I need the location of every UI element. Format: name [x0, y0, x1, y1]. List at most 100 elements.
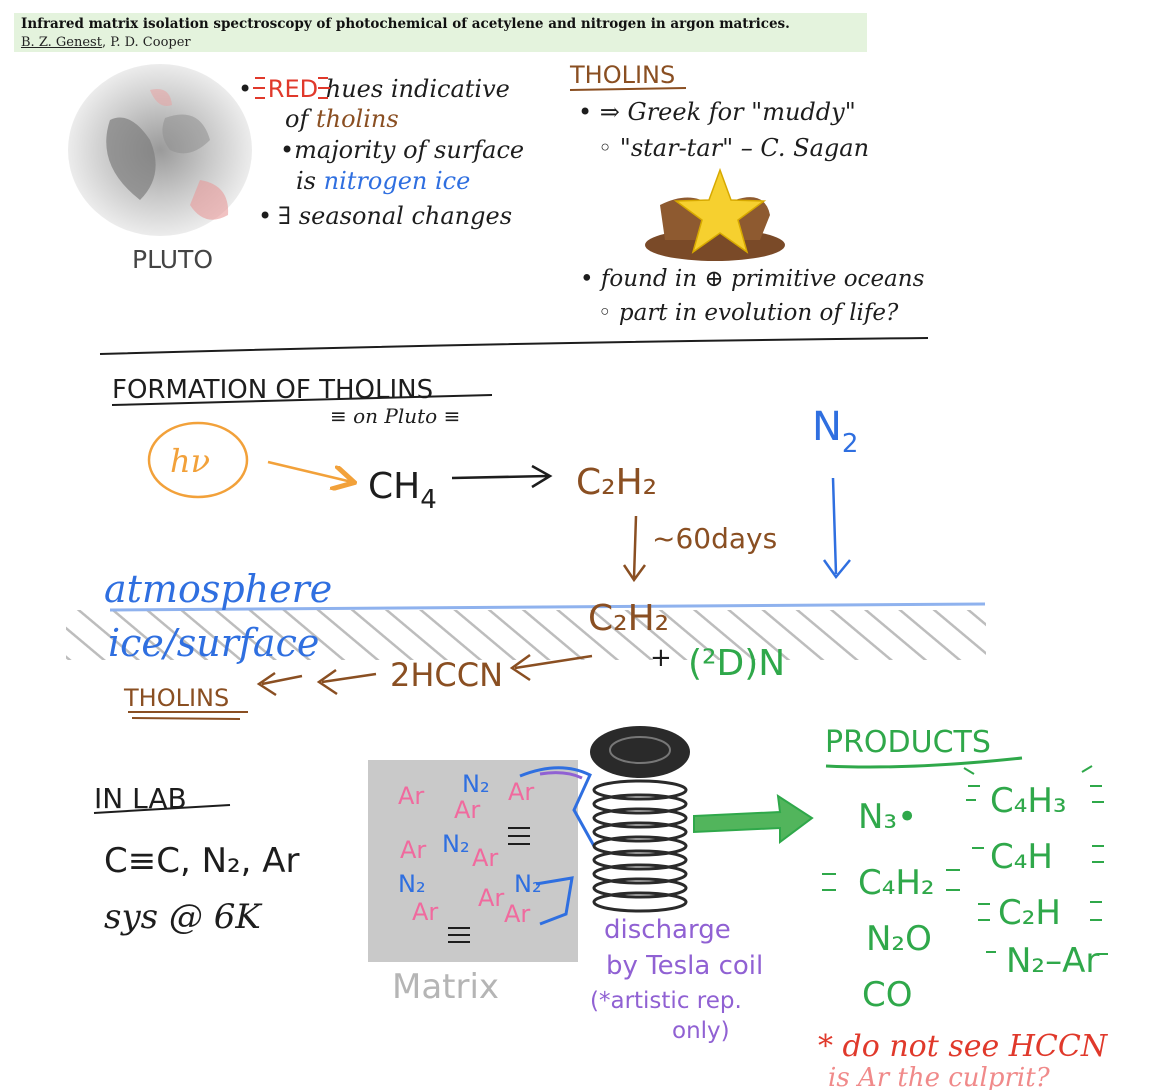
tholins-product-label: THOLINS [123, 684, 229, 712]
matrix-atom: Ar [398, 782, 424, 810]
paper-title: Infrared matrix isolation spectroscopy o… [21, 16, 790, 32]
pluto-red-region [190, 180, 229, 220]
green-arrow-icon [693, 793, 814, 844]
tesla-coil-rings [592, 779, 688, 913]
matrix-atom: Ar [472, 844, 498, 872]
nitrogen-arrow [822, 477, 851, 580]
lab-heading-underline [93, 804, 231, 814]
tesla-coil-ring [592, 835, 688, 857]
discharge-label-1: discharge [604, 915, 731, 945]
decay-arrow [622, 515, 647, 583]
tesla-coil-ring [592, 793, 688, 815]
nitrogen-radical-label: (²D)N [688, 643, 785, 684]
pluto-bullet-2b: is nitrogen ice [296, 167, 470, 195]
star-icon [673, 167, 767, 254]
tesla-coil-ring [592, 891, 688, 913]
tholins-product-underline [128, 711, 248, 720]
pluto-bullet-2: •majority of surface [280, 136, 524, 164]
tholins-line-greek: • ⇒ Greek for "muddy" [578, 98, 856, 126]
plus-sign: + [650, 643, 672, 673]
tholins-notes: THOLINS • ⇒ Greek for "muddy" ◦ "star-ta… [569, 61, 925, 326]
methane-arrow [451, 464, 553, 489]
discharge-spark-top [539, 771, 583, 780]
matrix-atom: Ar [412, 898, 438, 926]
products-note-2: is Ar the culprit? [828, 1063, 1051, 1090]
tesla-coil-drawing [590, 726, 690, 913]
pluto-bullet-1b: of tholins [285, 105, 399, 133]
photon-arrow [267, 460, 352, 482]
photon-circle [147, 421, 249, 499]
formation-underline [111, 394, 493, 406]
photon-label: hν [170, 442, 210, 480]
product-c4h: C₄H [990, 837, 1053, 877]
pluto-grey-region [162, 114, 210, 154]
discharge-label-2: by Tesla coil [606, 951, 763, 981]
products-section: PRODUCTS N₃• C₄H₃ C₄H₂ C₄H N₂O C₂H CO N₂… [818, 725, 1109, 1090]
products-arrow [693, 793, 814, 844]
tholins-line-life: ◦ part in evolution of life? [598, 300, 899, 326]
tholins-heading-underline [569, 87, 687, 91]
pluto-dark-region [106, 117, 156, 200]
radical-marks [822, 765, 1108, 955]
sixty-days-label: ~60days [652, 522, 777, 555]
paper-authors: B. Z. Genest, P. D. Cooper [21, 35, 191, 50]
tesla-coil-ring [592, 849, 688, 871]
matrix-atom: N₂ [442, 830, 470, 858]
product-c4h3: C₄H₃ [990, 781, 1067, 821]
hccn-label: 2HCCN [390, 656, 503, 694]
discharge-label-4: only) [672, 1018, 730, 1044]
matrix-atom: N₂ [398, 870, 426, 898]
tesla-coil-top-ring [609, 736, 671, 764]
paper-header: Infrared matrix isolation spectroscopy o… [14, 13, 867, 52]
matrix-atom: Ar [454, 796, 480, 824]
tesla-coil-ring [592, 863, 688, 885]
author-link-genest[interactable]: B. Z. Genest [21, 35, 102, 50]
matrix-atom: Ar [478, 884, 504, 912]
matrix-triple-bond-2 [448, 927, 470, 943]
acetylene-top-label: C₂H₂ [576, 462, 657, 503]
tholins-arrow-1 [316, 668, 377, 696]
matrix-atom: Ar [400, 836, 426, 864]
tesla-coil-ring [592, 877, 688, 899]
hccn-arrow [509, 653, 593, 682]
author-cooper: P. D. Cooper [110, 35, 191, 50]
pluto-red-patch [150, 89, 172, 106]
product-c2h: C₂H [998, 893, 1061, 933]
atmosphere-label: atmosphere [104, 567, 332, 611]
tesla-coil-ring [592, 779, 688, 801]
products-heading: PRODUCTS [825, 725, 991, 760]
product-co: CO [862, 975, 913, 1015]
matrix-block [368, 760, 578, 962]
matrix-triple-bond-1 [508, 827, 530, 845]
lab-condition: sys @ 6K [104, 897, 263, 937]
discharge-wire-bottom [535, 876, 574, 926]
pluto-bullet-3: •∃ seasonal changes [258, 202, 512, 230]
methane-label: CH4 [368, 466, 437, 515]
product-n2o: N₂O [866, 919, 932, 959]
pluto-notes: • RED hues indicative of tholins •majori… [238, 75, 524, 230]
matrix-label: Matrix [392, 967, 499, 1007]
star-tar-drawing [645, 167, 785, 261]
ice-surface-label: ice/surface [108, 621, 319, 665]
tholins-heading: THOLINS [569, 61, 675, 89]
pluto-label: PLUTO [132, 245, 213, 274]
acetylene-bottom-label: C₂H₂ [588, 598, 669, 639]
tholins-line-sagan: ◦ "star-tar" – C. Sagan [598, 134, 869, 162]
products-underline [825, 756, 1023, 769]
nitrogen-label: N2 [812, 404, 858, 459]
product-n3: N₃• [858, 797, 917, 837]
red-emphasis-marks [253, 77, 330, 99]
products-note-1: * do not see HCCN [818, 1029, 1109, 1064]
formation-subheading: ≡ on Pluto ≡ [330, 404, 460, 428]
tesla-coil-ring [592, 807, 688, 829]
section-divider [99, 337, 929, 355]
pluto-bullet-1: • RED hues indicative [238, 75, 510, 103]
product-n2-ar: N₂–Ar [1006, 941, 1099, 981]
discharge-label-3: (*artistic rep. [590, 988, 742, 1014]
tesla-coil-ring [592, 821, 688, 843]
matrix-atom: Ar [508, 778, 534, 806]
author-separator: , [101, 35, 111, 50]
